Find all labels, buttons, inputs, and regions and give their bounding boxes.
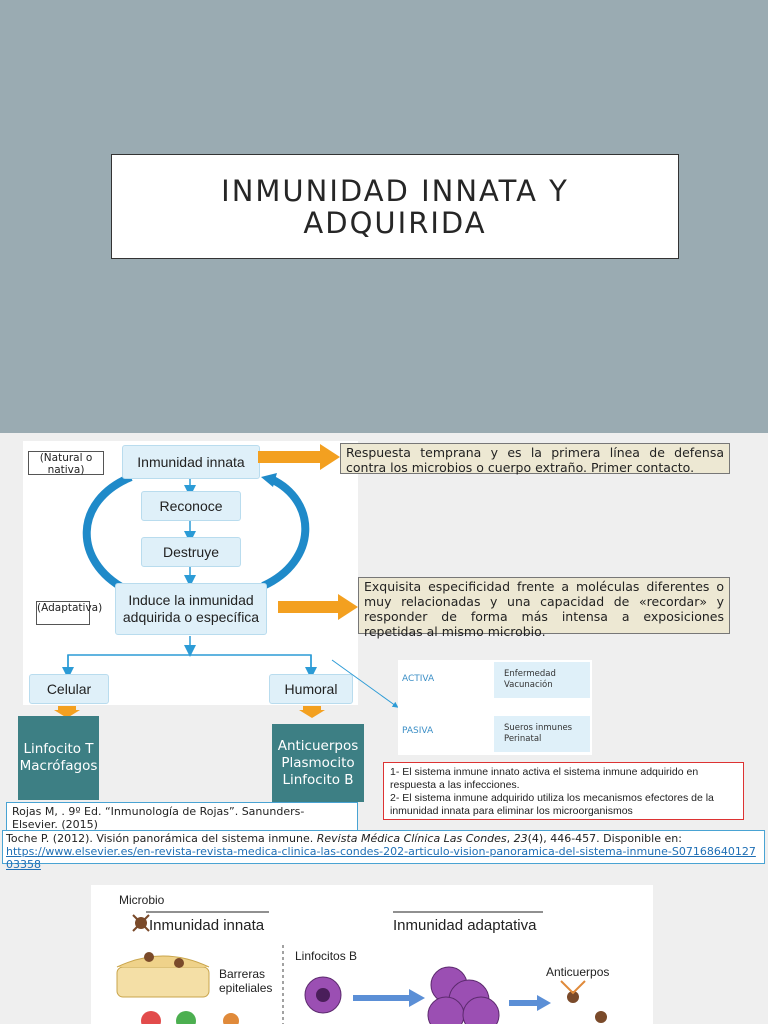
cellular-node: Celular: [29, 674, 109, 704]
antibody-icon: [560, 980, 607, 1023]
reference-rojas: Rojas M, . 9º Ed. “Inmunología de Rojas”…: [6, 802, 358, 832]
connector-arrow: [331, 659, 399, 708]
note-adaptive: Exquisita especificidad frente a molécul…: [358, 577, 730, 639]
adaptive-header: Inmunidad adaptativa: [393, 917, 537, 934]
ref2-link[interactable]: https://www.elsevier.es/en-revista-revis…: [6, 845, 756, 871]
active-label: ACTIVA: [402, 674, 435, 684]
antibodies-label: Anticuerpos: [546, 965, 610, 979]
reference-toche: Toche P. (2012). Visión panorámica del s…: [2, 830, 765, 871]
immunity-diagram: Inmunidad innata Reconoce Destruye Induc…: [23, 441, 358, 705]
ref2-authors: Toche P. (2012). Visión panorámica del s…: [6, 832, 314, 845]
illustration-art: [116, 911, 607, 1024]
active-item: Enfermedad: [504, 669, 556, 679]
humoral-types: Anticuerpos Plasmocito Linfocito B: [272, 724, 364, 802]
note-innate: Respuesta temprana y es la primera línea…: [340, 443, 730, 475]
diagram-arrows: [62, 473, 317, 679]
orange-arrow-adaptive: [278, 594, 358, 620]
orange-arrow-innate: [258, 444, 340, 470]
induce-node: Induce la inmunidad adquirida o específi…: [115, 583, 267, 635]
orange-arrow-humoral: [299, 706, 325, 718]
branch-line: [67, 654, 312, 667]
humoral-node: Humoral: [269, 674, 353, 704]
point-1: 1- El sistema inmune innato activa el si…: [390, 766, 699, 791]
active-items: Enfermedad Vacunación: [494, 662, 590, 698]
tag-adaptive: (Adaptativa): [36, 601, 102, 625]
recognize-node: Reconoce: [141, 491, 241, 521]
barriers-label: Barreras epiteliales: [219, 967, 273, 995]
epithelial-barrier-icon: [116, 952, 210, 998]
title-box: INMUNIDAD INNATA Y ADQUIRIDA: [111, 154, 679, 259]
curved-arrow-right: [261, 475, 310, 590]
passive-items: Sueros inmunes Perinatal: [494, 716, 590, 752]
microbe-label: Microbio: [119, 893, 165, 907]
microbe-icon: [132, 914, 150, 932]
tag-natural: (Natural o nativa): [28, 451, 104, 476]
ref2-volume: 23: [513, 832, 528, 845]
curved-arrow-left: [82, 473, 133, 593]
immunity-illustration: Microbio Inmunidad innata Inmunidad adap…: [91, 885, 653, 1024]
ref2-rest: (4), 446-457. Disponible en:: [527, 832, 682, 845]
cellular-types: Linfocito T Macrófagos: [18, 716, 99, 800]
slide-title: INMUNIDAD INNATA Y ADQUIRIDA: [221, 173, 569, 240]
destroy-node: Destruye: [141, 537, 241, 567]
immunity-types-box: ACTIVA Enfermedad Vacunación PASIVA Suer…: [398, 660, 592, 755]
passive-item: Perinatal: [504, 734, 542, 744]
orange-arrow-cellular: [54, 706, 80, 718]
innate-immunity-node: Inmunidad innata: [122, 445, 260, 479]
b-cells-label: Linfocitos B: [295, 949, 358, 963]
innate-header: Inmunidad innata: [149, 917, 265, 934]
passive-label: PASIVA: [402, 726, 434, 736]
ref2-journal: Revista Médica Clínica Las Condes: [316, 832, 507, 845]
active-item: Vacunación: [504, 680, 553, 690]
point-2: 2- El sistema inmune adquirido utiliza l…: [390, 792, 714, 817]
passive-item: Sueros inmunes: [504, 723, 573, 733]
key-points-box: 1- El sistema inmune innato activa el si…: [383, 762, 744, 820]
